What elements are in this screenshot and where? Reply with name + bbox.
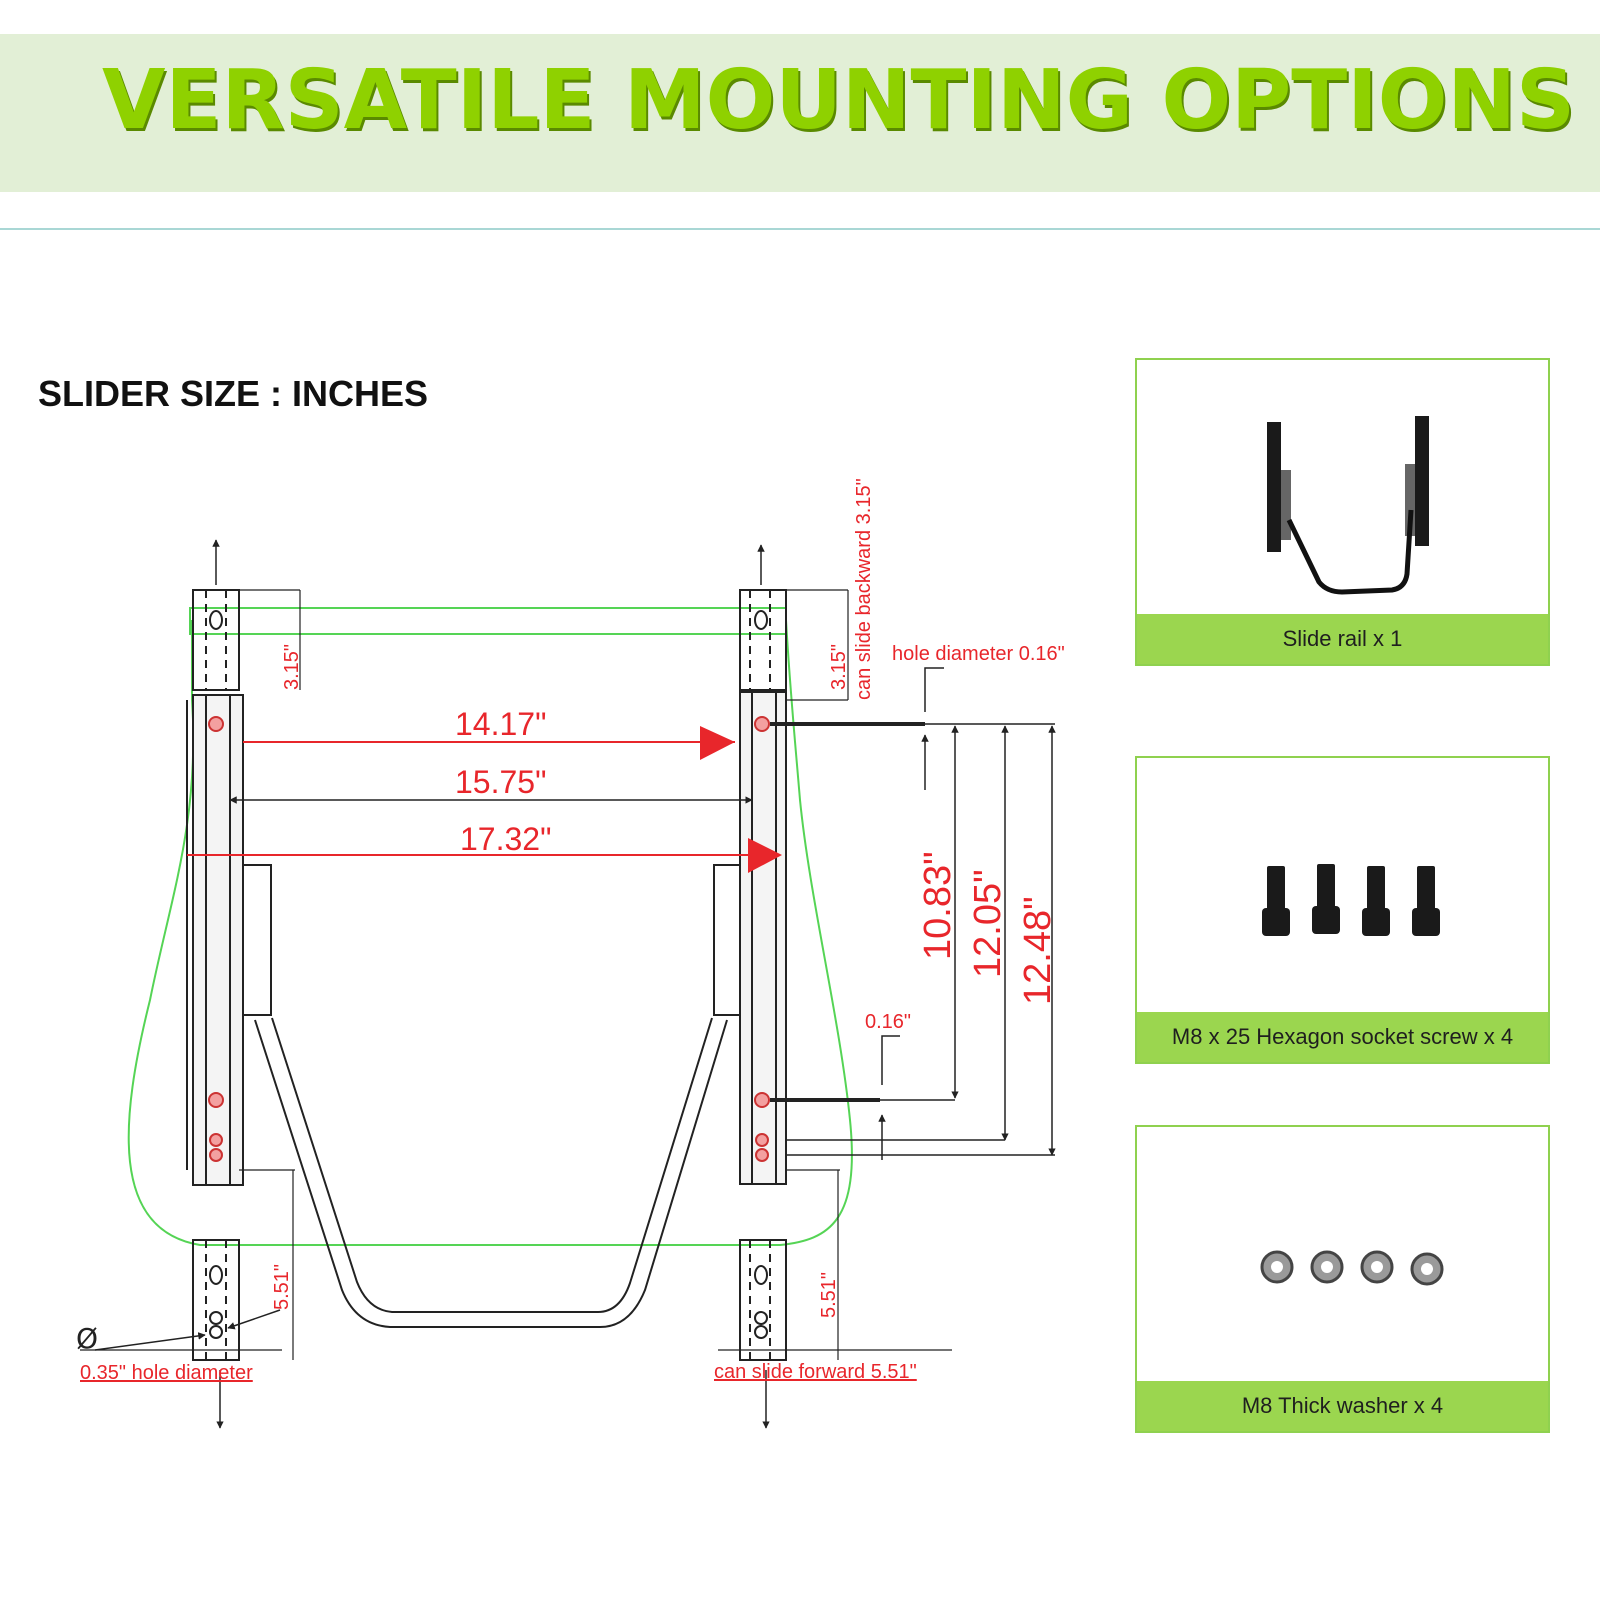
- card-caption: M8 Thick washer x 4: [1137, 1381, 1548, 1431]
- height-12a-label: 12.05": [967, 869, 1009, 978]
- fwd-right-label: 5.51": [818, 1272, 840, 1318]
- slide-rail-image: [1137, 360, 1548, 618]
- divider: [0, 228, 1600, 230]
- height-10-label: 10.83": [917, 851, 959, 960]
- card-hex-screws: M8 x 25 Hexagon socket screw x 4: [1135, 756, 1550, 1064]
- section-title: SLIDER SIZE : INCHES: [38, 373, 428, 414]
- back-slide-dims: [239, 589, 849, 701]
- card-caption: Slide rail x 1: [1137, 614, 1548, 664]
- hole-top-leader: [770, 667, 1055, 790]
- fwd-slide-note: can slide forward 5.51": [714, 1361, 917, 1383]
- width-15-label: 15.75": [455, 764, 546, 800]
- washer-image: [1137, 1127, 1548, 1385]
- hole-big-label: 0.35" hole diameter: [80, 1362, 253, 1384]
- width-dims: [187, 726, 782, 873]
- u-bar: [254, 1017, 728, 1328]
- small-gap-label: 0.16": [865, 1011, 911, 1033]
- title-banner: [0, 34, 1600, 192]
- back-slide-note: can slide backward 3.15": [853, 478, 875, 700]
- slider-dimension-diagram: SLIDER SIZE : INCHES: [38, 373, 1065, 1429]
- phi-symbol: Ø: [76, 1322, 98, 1355]
- card-slide-rail: Slide rail x 1: [1135, 358, 1550, 666]
- right-rail: [713, 544, 787, 1429]
- width-14-label: 14.17": [455, 706, 546, 742]
- back-right-label: 3.15": [828, 644, 850, 690]
- forward-slide-dims: [80, 1169, 952, 1360]
- back-left-label: 3.15": [281, 644, 303, 690]
- fwd-left-label: 5.51": [271, 1264, 293, 1310]
- page-title: VERSATILE MOUNTING OPTIONS: [102, 53, 1576, 148]
- height-12b-label: 12.48": [1017, 896, 1059, 1005]
- left-rail: [186, 539, 272, 1429]
- hex-screw-image: [1137, 758, 1548, 1016]
- height-dims: [770, 725, 1056, 1160]
- card-caption: M8 x 25 Hexagon socket screw x 4: [1137, 1012, 1548, 1062]
- width-17-label: 17.32": [460, 821, 551, 857]
- hole-top-label: hole diameter 0.16": [892, 643, 1065, 665]
- card-washers: M8 Thick washer x 4: [1135, 1125, 1550, 1433]
